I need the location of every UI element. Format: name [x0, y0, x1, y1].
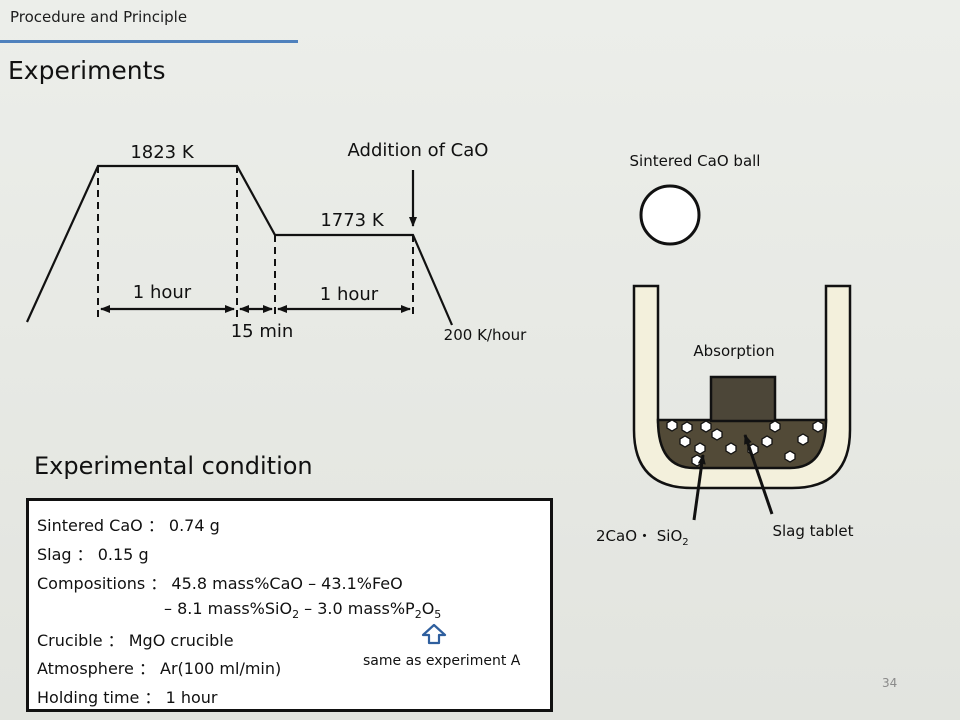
same-as-note: same as experiment A — [363, 653, 521, 669]
condition-composition-line2: – 8.1 mass%SiO2 – 3.0 mass%P2O5 — [164, 599, 441, 621]
slag-tablet-label: Slag tablet — [772, 522, 853, 540]
condition-composition-line1: Compositions ： 45.8 mass%CaO – 43.1%FeO — [37, 574, 403, 593]
absorption-label: Absorption — [693, 342, 774, 360]
particle — [812, 420, 824, 433]
particle — [769, 420, 781, 433]
transition-time-label: 15 min — [231, 321, 294, 342]
temp-low-label: 1773 K — [320, 210, 385, 231]
phase-label-main: 2CaO・ SiO — [596, 527, 682, 545]
conditions-title: Experimental condition — [34, 452, 313, 480]
sintered-cao-ball — [639, 184, 701, 246]
cooling-rate-label: 200 K/hour — [444, 326, 527, 344]
comp-part: – 3.0 mass%P — [299, 599, 415, 618]
condition-holding-time: Holding time ： 1 hour — [37, 688, 218, 707]
particle — [666, 419, 678, 432]
tablet-pointer — [743, 434, 774, 515]
addition-label: Addition of CaO — [348, 140, 489, 161]
particle — [681, 421, 693, 434]
ball-label: Sintered CaO ball — [630, 152, 761, 170]
condition-crucible: Crucible ： MgO crucible — [37, 631, 234, 650]
crucible-illustration: Sintered CaO ball Absorption 2CaO・ SiO2 … — [596, 152, 854, 548]
slide-number: 34 — [882, 676, 898, 690]
comp-part: O — [421, 599, 435, 618]
section-underline — [0, 40, 298, 43]
particle — [797, 433, 809, 446]
condition-atmosphere: Atmosphere ： Ar(100 ml/min) — [37, 659, 282, 678]
temperature-profile: 1823 K 1773 K Addition of CaO 1 hour 1 h… — [25, 140, 527, 344]
phase-pointer — [692, 454, 706, 521]
particle — [711, 428, 723, 441]
particle — [725, 442, 737, 455]
comp-subscript: 2 — [414, 608, 422, 622]
particle — [694, 442, 706, 455]
particle — [679, 435, 691, 448]
comp-subscript: 5 — [434, 608, 442, 622]
condition-slag: Slag ： 0.15 g — [37, 545, 149, 564]
comp-part: – 8.1 mass%SiO — [164, 599, 293, 618]
section-title: Procedure and Principle — [10, 8, 188, 26]
conditions-box: Sintered CaO ： 0.74 g Slag ： 0.15 g Comp… — [26, 498, 553, 712]
phase-label: 2CaO・ SiO2 — [596, 527, 689, 548]
comp-subscript: 2 — [292, 608, 300, 622]
temp-high-label: 1823 K — [130, 142, 195, 163]
dicalcium-silicate-particles — [666, 419, 824, 467]
condition-sintered-cao: Sintered CaO ： 0.74 g — [37, 516, 220, 535]
particle — [700, 420, 712, 433]
duration-high-label: 1 hour — [133, 282, 192, 303]
particle — [784, 450, 796, 463]
slag-tablet — [709, 375, 777, 423]
temperature-profile-line — [25, 164, 454, 326]
up-arrow-icon — [421, 623, 447, 645]
phase-label-sub: 2 — [682, 537, 688, 548]
page-title: Experiments — [8, 56, 166, 85]
particle — [761, 435, 773, 448]
duration-low-label: 1 hour — [320, 284, 379, 305]
